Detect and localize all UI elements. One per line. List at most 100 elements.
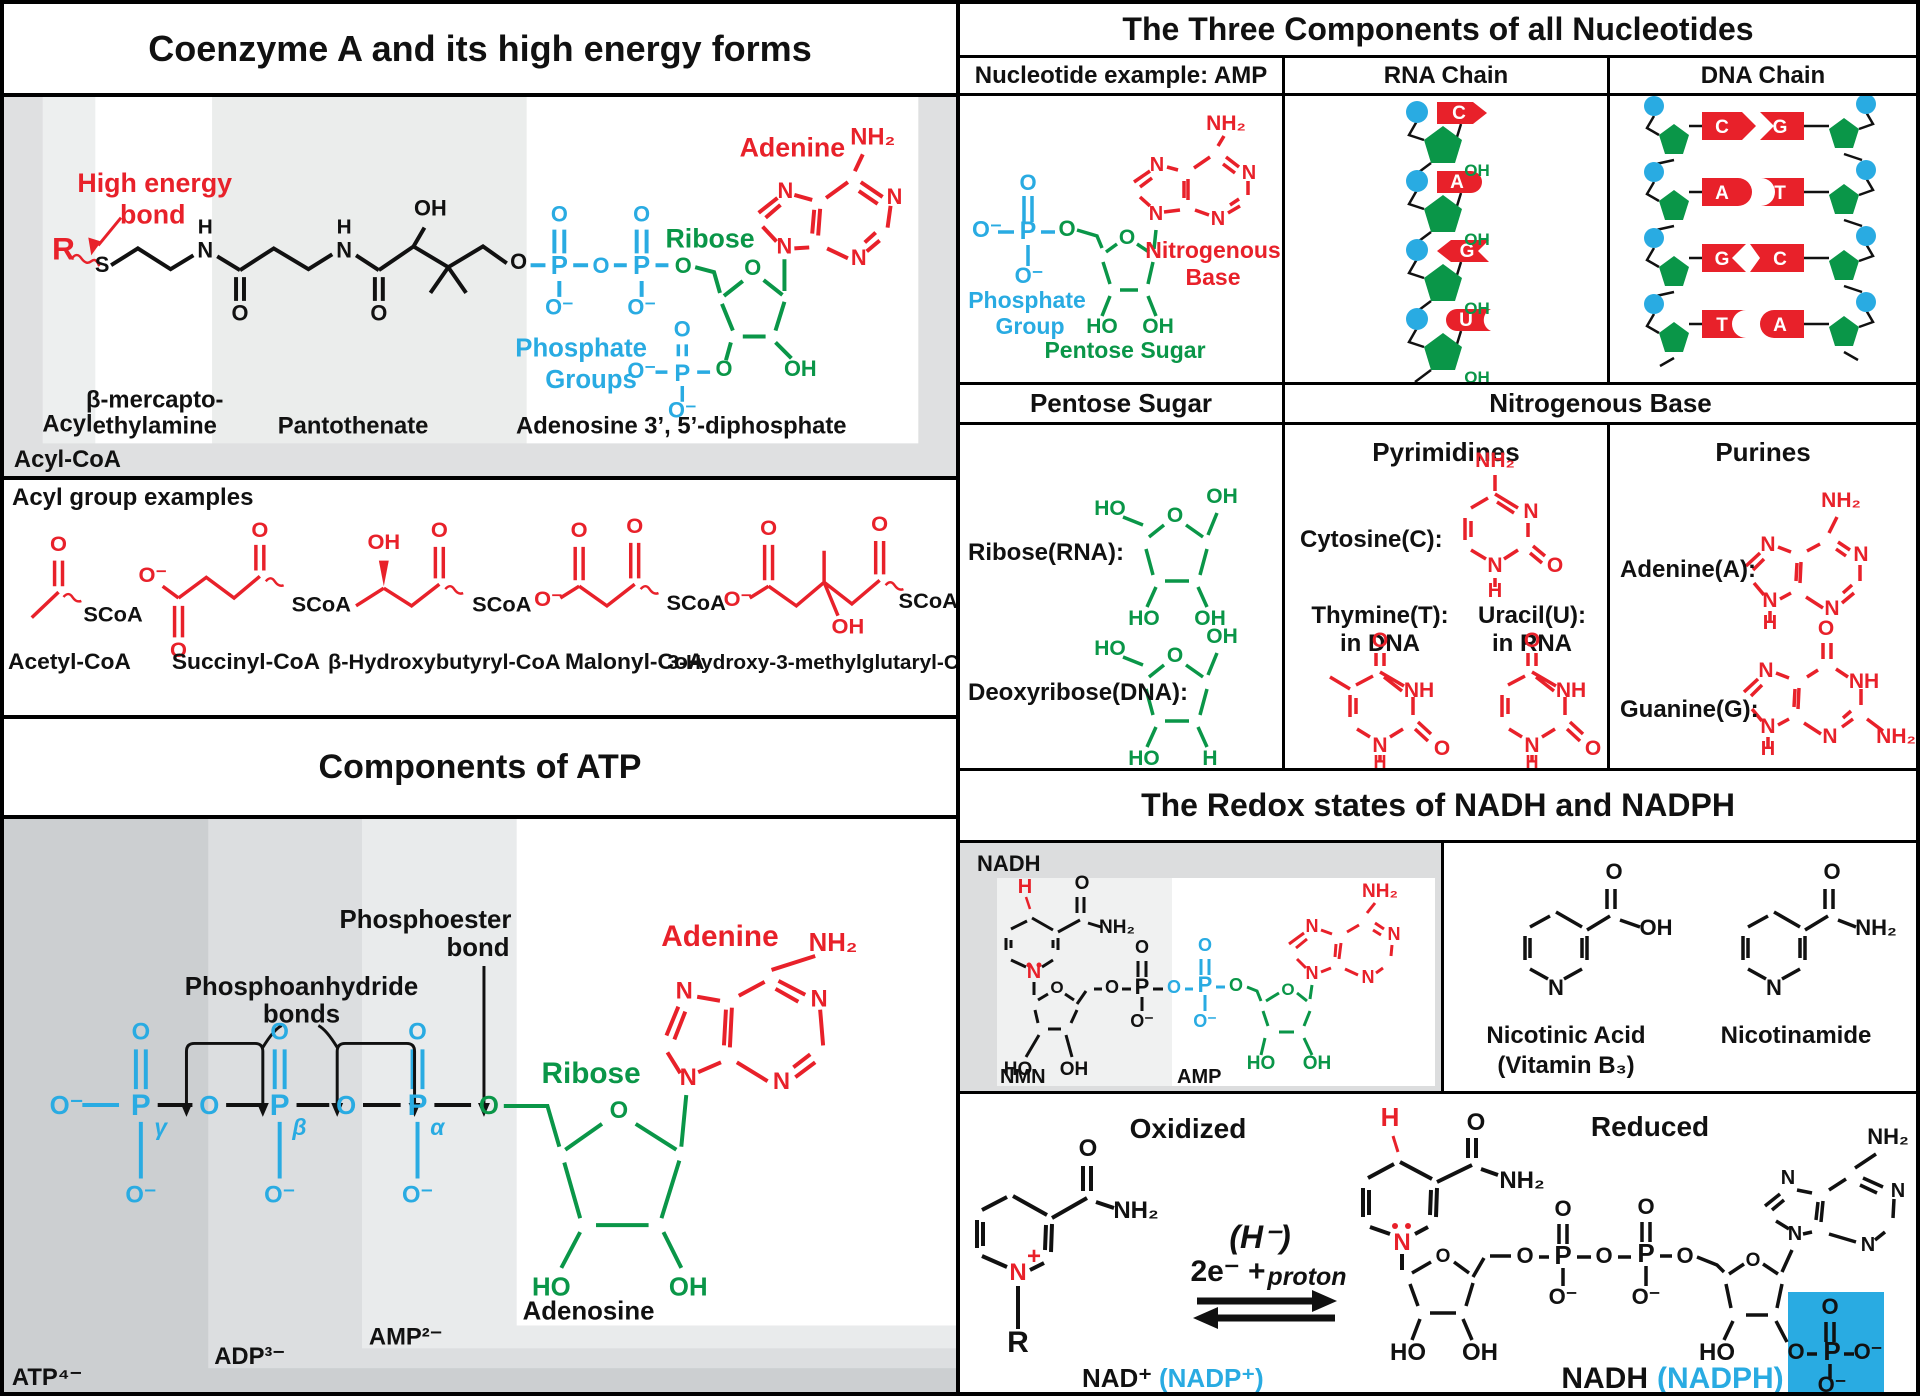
atom-label: O⁻ (139, 562, 167, 587)
atom-label: G (1715, 249, 1730, 270)
atom-label: Purines (1715, 437, 1810, 467)
atom-label: Adenine(A): (1620, 556, 1756, 583)
atom-label: O (1167, 977, 1181, 997)
atom-label: Pantothenate (278, 412, 429, 439)
atom-label: Adenine (740, 132, 846, 162)
atom-label: N (777, 233, 793, 258)
atom-label: Ribose(RNA): (968, 539, 1124, 566)
amp-header-text: Nucleotide example: AMP (974, 61, 1268, 89)
atom-label: O (1229, 975, 1243, 995)
atom-label: O (170, 637, 187, 662)
dna-header: DNA Chain (1610, 58, 1916, 93)
atom-label: G (1460, 241, 1475, 262)
atom-label: NH₂ (1362, 881, 1398, 902)
atom-label: Nicotinamide (1721, 1022, 1872, 1049)
atom-label: O (1787, 1339, 1804, 1364)
atom-label: N (778, 178, 794, 203)
atom-label: O⁻ (668, 398, 696, 423)
atom-label: P (408, 1089, 428, 1122)
atom-label: O⁻ (125, 1181, 156, 1208)
atom-label: O (1746, 1250, 1761, 1271)
atom-label: NMN (1000, 1066, 1046, 1088)
atom-label: Adenosine (523, 1297, 655, 1325)
atom-label: HO (1390, 1339, 1426, 1366)
atom-label: N (1760, 715, 1775, 738)
atom-label: O (510, 249, 527, 274)
atom-label: N (1027, 961, 1041, 983)
atom-label: OH (669, 1274, 708, 1302)
atom-label: in RNA (1492, 630, 1572, 657)
atom-label: O (551, 202, 568, 227)
atom-label: OH (367, 529, 400, 554)
atom-label: O (431, 517, 448, 542)
atom-label: A (1450, 172, 1464, 193)
atom-label: OH (1142, 315, 1174, 338)
atom-label: High energy (77, 168, 232, 198)
atom-label: NADH (977, 851, 1041, 876)
atom-label: O (1281, 980, 1294, 999)
atom-label: O (571, 517, 588, 542)
atom-label: N (851, 245, 867, 270)
atom-label: in DNA (1340, 630, 1420, 657)
atom-label: Phosphoanhydride (185, 973, 418, 1001)
atom-label: β-Hydroxybutyryl-CoA (328, 649, 561, 674)
atom-label: N (811, 986, 828, 1013)
atom-label: N (1523, 500, 1538, 523)
atom-label: O (1075, 873, 1090, 894)
atom-label: P (551, 252, 568, 280)
atom-label: O (1198, 935, 1212, 955)
atom-label: O (479, 1092, 499, 1120)
atom-label: O (1434, 737, 1450, 760)
atom-label: Groups (545, 366, 637, 394)
atom-label: N (1211, 208, 1225, 230)
atom-label: O (633, 202, 650, 227)
atom-label: NH₂ (1206, 112, 1246, 135)
atom-label: H (1761, 738, 1775, 760)
atom-label: Cytosine(C): (1300, 526, 1443, 553)
atom-label: O⁻ (724, 586, 752, 611)
atom-label: O⁻ (627, 295, 655, 320)
nucleotides-title-text: The Three Components of all Nucleotides (1122, 11, 1754, 47)
atom-label: N (1891, 1180, 1905, 1202)
atom-label: γ (154, 1114, 168, 1140)
atom-label: N (1149, 203, 1163, 225)
atom-label: O (1585, 737, 1601, 760)
atom-label: O (626, 513, 643, 538)
coa-title: Coenzyme A and its high energy forms (4, 4, 956, 93)
atom-label: N (1548, 975, 1564, 1000)
atom-label: bond (120, 200, 185, 230)
atom-label: H (1018, 876, 1032, 898)
atom-label: Uracil(U): (1478, 602, 1586, 629)
atom-label: H (198, 216, 213, 239)
atom-label: OH (1194, 607, 1226, 630)
atom-label: NH₂ (1099, 917, 1135, 938)
atom-label: O (1823, 859, 1840, 884)
atom-label: O⁻ (627, 358, 655, 383)
atom-label: O (1167, 644, 1183, 667)
atom-label: NH₂ (1821, 489, 1861, 512)
atom-label: NH (1849, 670, 1879, 693)
atom-label: Phosphate (968, 287, 1086, 313)
atom-label: bonds (263, 1001, 340, 1029)
atom-label: Phosphoester (340, 906, 512, 934)
atom-label: O⁻ (1549, 1284, 1578, 1309)
atom-label: O (760, 515, 777, 540)
atom-label: N (1306, 916, 1319, 936)
atom-label: SCoA (292, 592, 352, 617)
atom-label: N (1853, 543, 1868, 566)
atom-label: N (680, 1064, 697, 1091)
atom-label: P (633, 252, 650, 280)
nucleotides-title: The Three Components of all Nucleotides (960, 4, 1916, 55)
nitro-header: Nitrogenous Base (1285, 385, 1916, 422)
pentose-header: Pentose Sugar (960, 385, 1282, 422)
atom-label: A (1715, 183, 1729, 204)
atom-label: S (95, 252, 110, 277)
atom-label: O (1167, 504, 1183, 527)
atom-label: ATP⁴⁻ (12, 1364, 82, 1391)
atom-label: (NADPH) (1657, 1362, 1784, 1392)
